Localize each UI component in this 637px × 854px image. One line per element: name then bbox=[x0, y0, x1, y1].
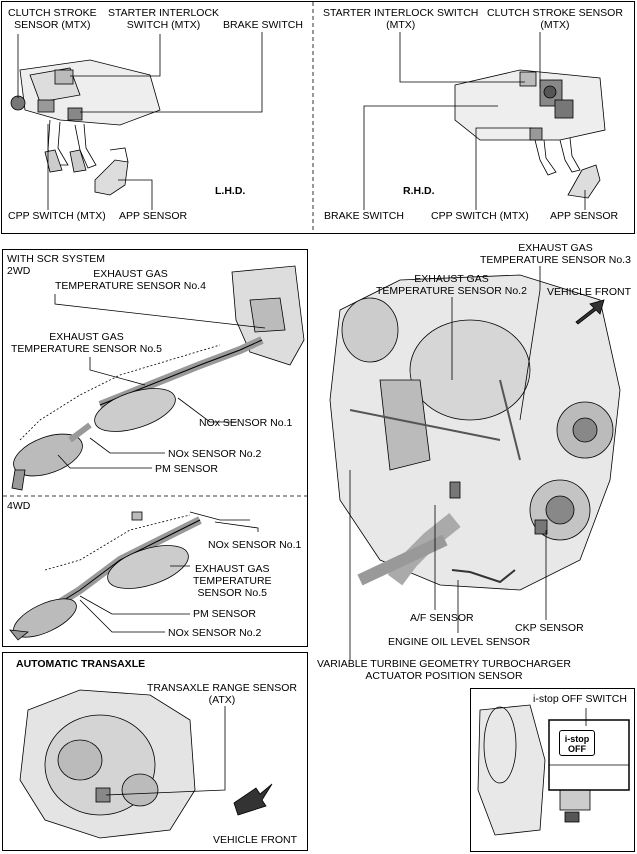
lhd-brake-switch-label: BRAKE SWITCH bbox=[223, 19, 303, 31]
af-sensor-label: A/F SENSOR bbox=[410, 612, 474, 624]
egt5-2wd-label: EXHAUST GAS TEMPERATURE SENSOR No.5 bbox=[11, 331, 162, 355]
ckp-sensor-label: CKP SENSOR bbox=[515, 622, 584, 634]
exhaust-4wd-illustration bbox=[9, 511, 250, 641]
pm-sensor-2wd-label: PM SENSOR bbox=[155, 463, 219, 475]
egt5-4wd-label: EXHAUST GAS TEMPERATURE SENSOR No.5 bbox=[193, 563, 272, 599]
lhd-app-sensor-label: APP SENSOR bbox=[119, 210, 188, 222]
scr-system-header: WITH SCR SYSTEM bbox=[7, 253, 106, 265]
transaxle-vehicle-front-label: VEHICLE FRONT bbox=[213, 834, 298, 846]
lhd-pedal-illustration bbox=[10, 59, 161, 196]
section-2wd-title: 2WD bbox=[7, 265, 31, 277]
lhd-clutch-stroke-sensor-label: CLUTCH STROKE SENSOR (MTX) bbox=[8, 7, 97, 31]
vgt-sensor-label: VARIABLE TURBINE GEOMETRY TURBOCHARGER A… bbox=[317, 658, 571, 682]
rhd-app-sensor-label: APP SENSOR bbox=[550, 210, 619, 222]
nox1-4wd-label: NOx SENSOR No.1 bbox=[208, 539, 302, 551]
rhd-side-label: R.H.D. bbox=[403, 185, 435, 197]
transaxle-range-sensor-label: TRANSAXLE RANGE SENSOR (ATX) bbox=[147, 682, 297, 706]
section-4wd-title: 4WD bbox=[7, 500, 31, 512]
rhd-brake-switch-label: BRAKE SWITCH bbox=[324, 210, 404, 222]
oil-level-sensor-label: ENGINE OIL LEVEL SENSOR bbox=[388, 636, 531, 648]
egt2-label: EXHAUST GAS TEMPERATURE SENSOR No.2 bbox=[376, 273, 527, 297]
lhd-starter-interlock-switch-label: STARTER INTERLOCK SWITCH (MTX) bbox=[108, 7, 220, 31]
lhd-side-label: L.H.D. bbox=[215, 185, 246, 197]
rhd-pedal-illustration bbox=[454, 69, 606, 199]
rhd-starter-interlock-switch-label: STARTER INTERLOCK SWITCH (MTX) bbox=[323, 7, 479, 31]
lhd-cpp-switch-label: CPP SWITCH (MTX) bbox=[8, 210, 106, 222]
egt3-label: EXHAUST GAS TEMPERATURE SENSOR No.3 bbox=[480, 242, 631, 266]
nox2-2wd-label: NOx SENSOR No.2 bbox=[168, 448, 262, 460]
engine-vehicle-front-arrow bbox=[575, 299, 605, 325]
istop-off-button: i-stop OFF bbox=[559, 730, 595, 756]
istop-illustration bbox=[477, 704, 630, 836]
transaxle-vehicle-front-arrow bbox=[233, 783, 273, 816]
rhd-cpp-switch-label: CPP SWITCH (MTX) bbox=[431, 210, 529, 222]
engine-illustration bbox=[329, 274, 621, 591]
transaxle-title: AUTOMATIC TRANSAXLE bbox=[16, 658, 146, 670]
rhd-clutch-stroke-sensor-label: CLUTCH STROKE SENSOR (MTX) bbox=[487, 7, 623, 31]
nox2-4wd-label: NOx SENSOR No.2 bbox=[168, 627, 262, 639]
engine-vehicle-front-label: VEHICLE FRONT bbox=[547, 286, 632, 298]
exhaust-2wd-illustration bbox=[11, 265, 305, 491]
transaxle-illustration bbox=[19, 689, 196, 839]
nox1-2wd-label: NOx SENSOR No.1 bbox=[199, 417, 293, 429]
egt4-2wd-label: EXHAUST GAS TEMPERATURE SENSOR No.4 bbox=[55, 268, 206, 292]
istop-switch-label: i-stop OFF SWITCH bbox=[533, 693, 627, 705]
pm-sensor-4wd-label: PM SENSOR bbox=[193, 608, 257, 620]
